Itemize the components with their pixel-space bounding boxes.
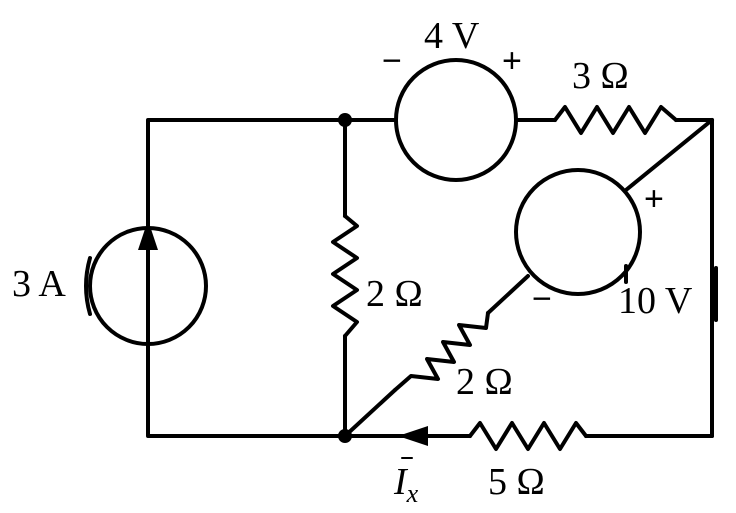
current-ix-main: I bbox=[393, 461, 409, 503]
current-source-arrow-head bbox=[138, 220, 158, 250]
wire-2ohm-to-node bbox=[343, 388, 397, 438]
resistor-2ohm-diagonal-label: 2 Ω bbox=[456, 361, 513, 403]
wire-10v-to-2ohm bbox=[486, 274, 530, 315]
resistor-2ohm-vertical-zigzag bbox=[331, 214, 359, 338]
resistor-2ohm-vertical-label: 2 Ω bbox=[366, 273, 423, 315]
current-source-3a: 3 A bbox=[12, 220, 208, 346]
wires bbox=[146, 118, 714, 438]
wire-left-top bbox=[146, 118, 347, 236]
resistor-3ohm: 3 Ω bbox=[553, 55, 678, 135]
resistor-3ohm-zigzag bbox=[553, 105, 678, 135]
wire-left-bottom bbox=[146, 336, 347, 438]
voltage-source-10v-label: 10 V bbox=[618, 280, 693, 322]
voltage-source-10v-circle bbox=[514, 168, 642, 296]
current-ix: Ix bbox=[393, 426, 428, 508]
voltage-source-10v-minus: − bbox=[532, 280, 552, 318]
voltage-source-4v: 4 V − + bbox=[382, 15, 522, 182]
current-ix-label: Ix bbox=[393, 461, 419, 508]
current-source-label: 3 A bbox=[12, 263, 66, 305]
resistor-5ohm-zigzag bbox=[468, 421, 588, 451]
current-ix-subscript: x bbox=[406, 479, 419, 508]
voltage-source-4v-minus: − bbox=[382, 42, 402, 80]
node-bottom bbox=[338, 429, 352, 443]
current-ix-arrow-head bbox=[398, 426, 428, 446]
resistor-5ohm: 5 Ω bbox=[468, 421, 588, 503]
resistor-2ohm-diagonal-zigzag bbox=[393, 311, 490, 392]
node-top bbox=[338, 113, 352, 127]
wire-corner-to-10v bbox=[624, 118, 714, 192]
voltage-source-4v-plus: + bbox=[502, 42, 522, 80]
resistor-2ohm-diagonal: 2 Ω bbox=[393, 311, 513, 403]
current-source-label-bracket bbox=[84, 256, 92, 316]
resistor-5ohm-label: 5 Ω bbox=[488, 461, 545, 503]
resistor-2ohm-vertical: 2 Ω bbox=[331, 214, 423, 338]
voltage-source-10v: + − 10 V bbox=[514, 168, 718, 322]
voltage-source-4v-label: 4 V bbox=[424, 15, 480, 57]
voltage-source-10v-plus: + bbox=[644, 180, 664, 218]
resistor-3ohm-label: 3 Ω bbox=[572, 55, 629, 97]
voltage-source-4v-circle bbox=[394, 58, 518, 182]
